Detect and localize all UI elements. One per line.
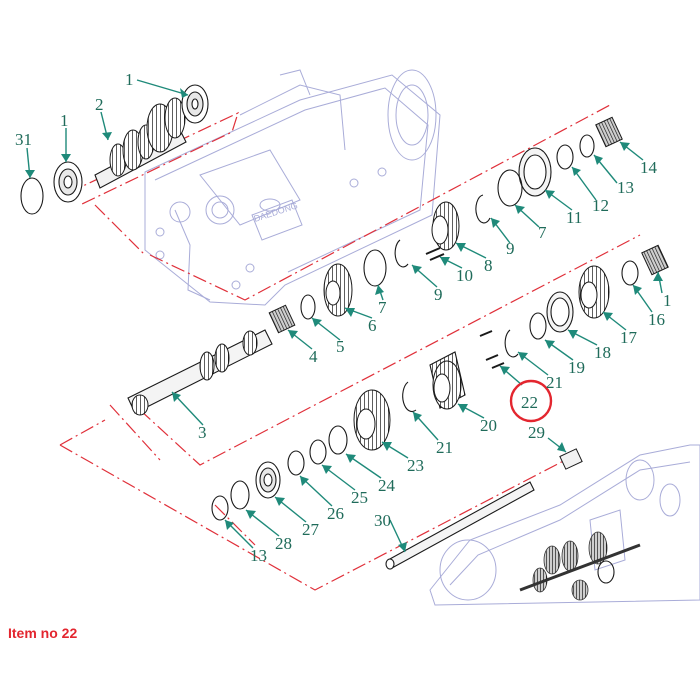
part-10-pins [425, 247, 445, 261]
part-9-circlip-a [475, 194, 491, 224]
part-18-synchro-ring [546, 291, 574, 333]
callout-28: 28 [275, 534, 292, 553]
callout-9-lower: 9 [434, 285, 443, 304]
callout-4: 4 [309, 347, 318, 366]
part-14-needle-bearing [595, 116, 623, 148]
part-12-washer [556, 144, 574, 170]
callout-24: 24 [378, 476, 396, 495]
callout-22: 22 [521, 393, 538, 412]
part-3-main-shaft [127, 329, 273, 416]
part-26-washer [287, 450, 305, 476]
callout-29: 29 [528, 423, 545, 442]
part-25-washer [309, 439, 327, 465]
callout-10: 10 [456, 266, 473, 285]
part-13-ring [579, 134, 595, 158]
callout-16: 16 [648, 310, 665, 329]
part-2-input-shaft [94, 97, 187, 189]
callout-19: 19 [568, 358, 585, 377]
part-22-pins [479, 330, 505, 369]
part-24-ring [328, 425, 348, 455]
callout-26: 26 [327, 504, 344, 523]
callout-31: 31 [15, 130, 32, 149]
part-21-circlip-b [402, 381, 417, 413]
callout-5: 5 [336, 337, 345, 356]
part-19-ring [529, 312, 547, 340]
part-30-shaft [385, 481, 535, 570]
callout-1-top-left: 1 [60, 111, 69, 130]
part-11-synchro-ring [518, 147, 552, 197]
callout-2: 2 [95, 95, 104, 114]
callout-11: 11 [566, 208, 582, 227]
part-27-bearing [255, 461, 281, 499]
callout-7-lower: 7 [378, 298, 387, 317]
callout-labels: 1 31 1 2 14 13 12 11 7 9 8 10 9 7 6 5 4 … [15, 70, 672, 565]
item-22-highlight-circle [509, 379, 553, 423]
callout-14: 14 [640, 158, 658, 177]
housing-outline-lower [429, 444, 700, 606]
centerlines [59, 104, 641, 591]
part-16-washer [621, 260, 639, 286]
item-caption: Item no 22 [8, 625, 78, 641]
callout-6: 6 [368, 316, 377, 335]
part-20-synchro-hub [429, 351, 466, 410]
part-6-gear [323, 263, 353, 317]
part-7-ring-a [497, 169, 523, 207]
callout-21-lower: 21 [436, 438, 453, 457]
part-1-needle-bearing [641, 244, 669, 276]
part-1-bearing-left [53, 161, 83, 203]
callout-21-right: 21 [546, 373, 563, 392]
part-31-snap-ring [20, 177, 44, 215]
callout-13-upper: 13 [617, 178, 634, 197]
part-21-circlip-a [504, 329, 519, 358]
callout-3: 3 [198, 423, 207, 442]
callout-27: 27 [302, 520, 320, 539]
callout-12: 12 [592, 196, 609, 215]
callout-9-upper: 9 [506, 239, 515, 258]
part-29-bushing [559, 448, 583, 470]
part-4-needle-bearing [268, 304, 296, 334]
callout-13-lower: 13 [250, 546, 267, 565]
callout-23: 23 [407, 456, 424, 475]
brand-mark: DAEDONG [253, 200, 299, 224]
part-23-gear [353, 389, 391, 451]
callout-8: 8 [484, 256, 493, 275]
part-28-ring [230, 480, 250, 510]
callout-18: 18 [594, 343, 611, 362]
leader-lines [25, 79, 663, 553]
callout-25: 25 [351, 488, 368, 507]
part-5-washer [300, 294, 316, 320]
callout-1-top-right: 1 [125, 70, 134, 89]
part-1-bearing-right [181, 84, 209, 124]
part-9-circlip-b [394, 239, 409, 268]
callout-7-upper: 7 [538, 223, 547, 242]
callout-30: 30 [374, 511, 391, 530]
callout-20: 20 [480, 416, 497, 435]
part-13-ring-lower [211, 495, 229, 521]
part-17-gear [578, 265, 610, 319]
part-7-ring-b [363, 249, 387, 287]
callout-17: 17 [620, 328, 638, 347]
callout-1-right: 1 [663, 291, 672, 310]
part-8-hub-gear [431, 201, 460, 251]
